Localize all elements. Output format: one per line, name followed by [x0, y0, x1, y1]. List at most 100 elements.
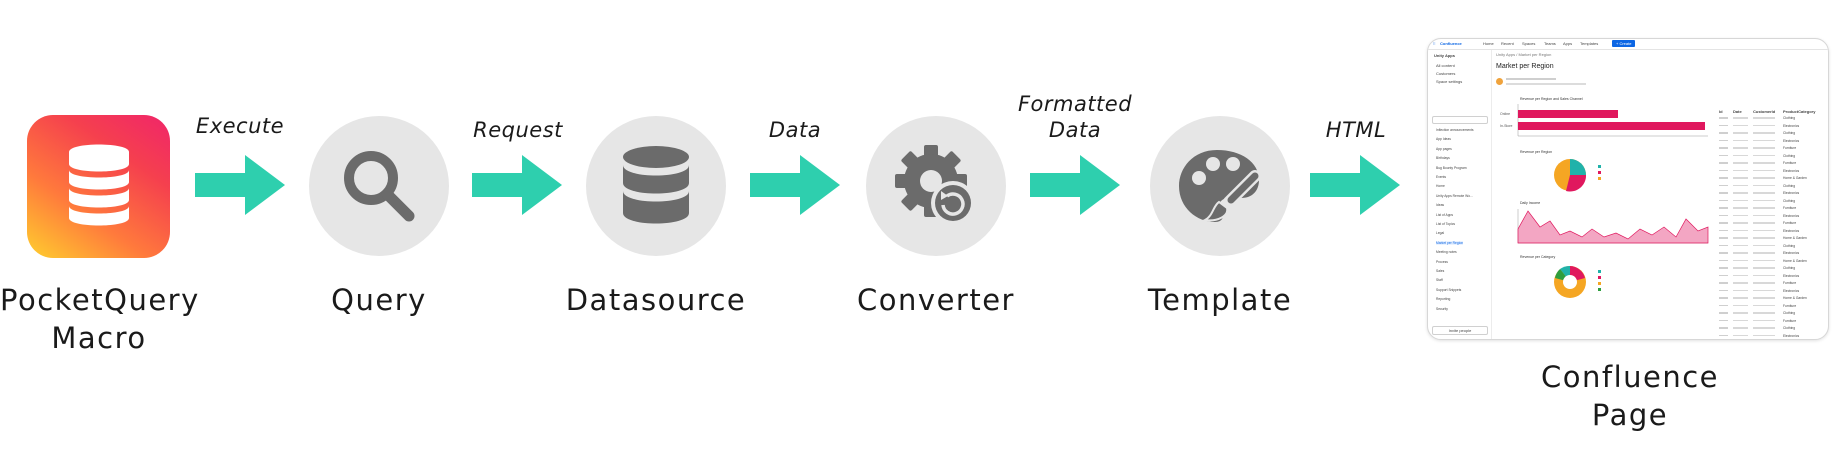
chart-title-daily-income: Daily Income — [1520, 201, 1541, 205]
nav-recent[interactable]: Recent — [1501, 41, 1514, 46]
tree-item[interactable]: List of Topics — [1436, 222, 1455, 226]
table-cell-placeholder — [1733, 139, 1748, 142]
table-cell-placeholder — [1719, 117, 1728, 119]
tree-item[interactable]: Legal — [1436, 231, 1445, 236]
table-cell-category: Clothing — [1783, 266, 1796, 270]
table-cell-placeholder — [1733, 147, 1748, 149]
table-cell-placeholder — [1753, 244, 1775, 247]
tree-item[interactable]: Unity Apps Remote Wo... — [1436, 193, 1473, 198]
create-button[interactable]: + Create — [1612, 40, 1636, 47]
tree-item[interactable]: Support Snippets — [1436, 287, 1462, 292]
bar-chart-region-channel: Online In-Store — [1500, 104, 1708, 137]
tree-item[interactable]: Home — [1436, 184, 1445, 189]
avatar — [1496, 78, 1503, 85]
table-cell-placeholder — [1733, 252, 1748, 254]
table-cell-placeholder — [1719, 132, 1728, 134]
tree-item[interactable]: App pages — [1436, 146, 1452, 151]
table-cell-placeholder — [1733, 199, 1748, 202]
table-cell-placeholder — [1719, 222, 1728, 224]
table-cell-category: Home & Garden — [1783, 296, 1807, 300]
chart-title-revenue-region: Revenue per Region — [1520, 150, 1553, 154]
table-cell-placeholder — [1753, 124, 1775, 127]
sidebar-item[interactable]: Space settings — [1436, 79, 1463, 84]
tree-item[interactable]: Market per Region — [1436, 240, 1464, 245]
table-cell-placeholder — [1733, 237, 1748, 239]
template-node — [1150, 116, 1290, 256]
table-cell-placeholder — [1733, 312, 1748, 314]
table-cell-category: Furniture — [1783, 221, 1797, 225]
tree-item[interactable]: Security — [1436, 306, 1448, 311]
table-cell-placeholder — [1753, 139, 1775, 142]
tree-item[interactable]: List of Apps — [1436, 212, 1454, 217]
flow-arrow-4 — [1030, 155, 1120, 215]
table-cell-category: Electronics — [1783, 333, 1800, 338]
tree-item[interactable]: Events — [1436, 175, 1447, 179]
query-node — [309, 116, 449, 256]
invite-people-button[interactable]: Invite people — [1432, 326, 1488, 335]
table-cell-category: Clothing — [1783, 131, 1796, 135]
nav-home[interactable]: Home — [1483, 41, 1494, 46]
tree-item[interactable]: Sales — [1436, 269, 1445, 273]
table-cell-placeholder — [1753, 274, 1775, 277]
flow-arrow-2 — [472, 155, 562, 215]
bar-label-instore: In-Store — [1500, 124, 1513, 128]
tree-item[interactable]: Reporting — [1436, 297, 1451, 302]
table-cell-placeholder — [1719, 319, 1728, 322]
sidebar-item[interactable]: Customers — [1436, 71, 1456, 76]
table-cell-category: Electronics — [1783, 191, 1800, 195]
table-cell-placeholder — [1733, 304, 1748, 307]
converter-node — [866, 116, 1006, 256]
table-cell-placeholder — [1719, 259, 1728, 262]
tree-item[interactable]: Bug Bounty Program — [1436, 165, 1467, 170]
table-cell-placeholder — [1733, 229, 1748, 232]
edge-label-request: Request — [473, 118, 563, 142]
nav-teams[interactable]: Teams — [1544, 41, 1556, 46]
table-cell-placeholder — [1719, 244, 1728, 247]
table-cell-category: Electronics — [1783, 168, 1800, 173]
table-cell-category: Clothing — [1783, 326, 1796, 330]
table-cell-placeholder — [1753, 154, 1775, 157]
table-cell-placeholder — [1719, 282, 1728, 284]
table-header-date: Date — [1733, 109, 1742, 114]
sidebar-space-name[interactable]: Unity Apps — [1434, 53, 1455, 58]
stage-label-template: Template — [1147, 283, 1293, 317]
table-cell-category: Clothing — [1783, 243, 1796, 248]
nav-apps[interactable]: Apps — [1563, 41, 1573, 46]
table-cell-placeholder — [1733, 184, 1748, 187]
table-cell-placeholder — [1753, 132, 1775, 134]
table-cell-category: Clothing — [1783, 183, 1796, 188]
tree-item[interactable]: Ideas — [1436, 203, 1445, 208]
table-cell-category: Clothing — [1783, 153, 1796, 158]
tree-item[interactable]: App Ideas — [1436, 137, 1451, 142]
table-cell-category: Electronics — [1783, 251, 1800, 255]
edge-label-execute: Execute — [195, 114, 285, 138]
table-cell-placeholder — [1753, 252, 1775, 254]
bar-label-online: Online — [1500, 112, 1510, 116]
table-cell-category: Electronics — [1783, 213, 1800, 218]
table-cell-placeholder — [1719, 297, 1728, 299]
table-cell-placeholder — [1753, 297, 1775, 299]
table-cell-placeholder — [1733, 259, 1748, 262]
tree-item[interactable]: Process — [1436, 259, 1448, 264]
nav-templates[interactable]: Templates — [1580, 41, 1599, 46]
tree-item[interactable]: Staff — [1436, 278, 1443, 283]
table-cell-placeholder — [1753, 117, 1775, 119]
nav-spaces[interactable]: Spaces — [1522, 41, 1536, 46]
edge-label-formatted-data: Formatted Data — [1017, 92, 1133, 142]
tree-item[interactable]: Birthdays — [1436, 156, 1450, 161]
table-cell-placeholder — [1719, 169, 1728, 172]
table-cell-placeholder — [1753, 282, 1775, 284]
sidebar-item[interactable]: All content — [1436, 63, 1455, 68]
stage-label-pocketquery-macro: PocketQuery Macro — [0, 283, 200, 355]
donut-chart-category — [1554, 265, 1601, 298]
table-cell-category: Furniture — [1783, 161, 1797, 165]
table-cell-category: Electronics — [1783, 288, 1800, 293]
table-cell-placeholder — [1719, 162, 1728, 164]
table-cell-category: Home & Garden — [1783, 258, 1807, 263]
flow-arrow-3 — [750, 155, 840, 215]
sidebar-search-input[interactable] — [1432, 116, 1488, 124]
tree-item[interactable]: Meeting notes — [1436, 250, 1457, 255]
tree-item[interactable]: Inflection announcements — [1436, 128, 1474, 132]
